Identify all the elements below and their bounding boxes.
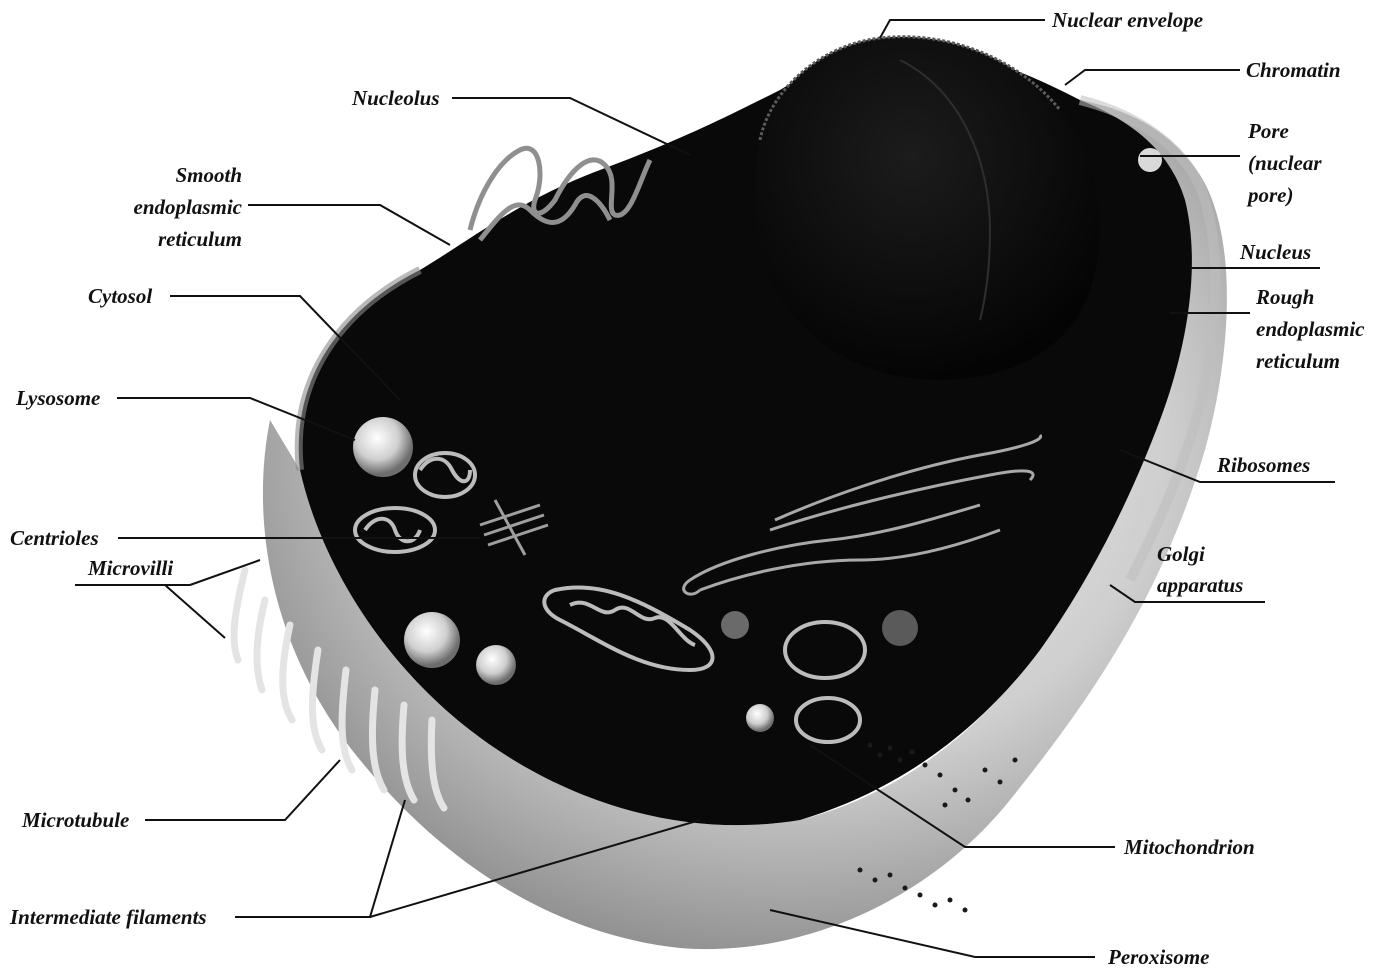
label-pore-line2: (nuclear [1248, 151, 1322, 175]
label-intermediate-filaments: Intermediate filaments [9, 905, 207, 929]
label-pore-line3: pore) [1246, 183, 1294, 207]
vesicle-1 [404, 612, 460, 668]
label-peroxisome: Peroxisome [1107, 945, 1209, 969]
leader-chromatin [1065, 70, 1240, 85]
label-nucleolus: Nucleolus [351, 86, 440, 110]
leader-nucleolus [452, 98, 690, 155]
leader-microvilli-2 [190, 560, 260, 585]
label-ribosomes: Ribosomes [1216, 453, 1310, 477]
label-smooth-er-line2: endoplasmic [134, 195, 243, 219]
vesicle-2 [476, 645, 516, 685]
label-pore-line1: Pore [1247, 119, 1289, 143]
leader-smooth-er [248, 205, 450, 245]
label-cytosol: Cytosol [88, 284, 152, 308]
label-chromatin: Chromatin [1246, 58, 1341, 82]
vesicle-4 [721, 611, 749, 639]
vesicle-3 [746, 704, 774, 732]
label-microvilli: Microvilli [87, 556, 173, 580]
label-rough-er-line2: endoplasmic [1256, 317, 1365, 341]
label-golgi-line2: apparatus [1157, 573, 1243, 597]
label-smooth-er-line3: reticulum [158, 227, 242, 251]
lysosome [353, 417, 413, 477]
label-nuclear-envelope: Nuclear envelope [1051, 8, 1203, 32]
vesicle-6 [1138, 148, 1162, 172]
vesicle-5 [882, 610, 918, 646]
label-lysosome: Lysosome [15, 386, 100, 410]
leader-microtubule [145, 760, 340, 820]
label-rough-er-line1: Rough [1255, 285, 1314, 309]
label-golgi-line1: Golgi [1157, 542, 1205, 566]
cell-body [263, 37, 1227, 949]
leader-intermediate-filaments [235, 800, 405, 917]
label-mitochondrion: Mitochondrion [1123, 835, 1255, 859]
leader-microvilli [75, 585, 225, 638]
label-centrioles: Centrioles [10, 526, 99, 550]
label-smooth-er-line1: Smooth [175, 163, 242, 187]
label-microtubule: Microtubule [21, 808, 129, 832]
label-nucleus: Nucleus [1239, 240, 1311, 264]
label-rough-er-line3: reticulum [1256, 349, 1340, 373]
